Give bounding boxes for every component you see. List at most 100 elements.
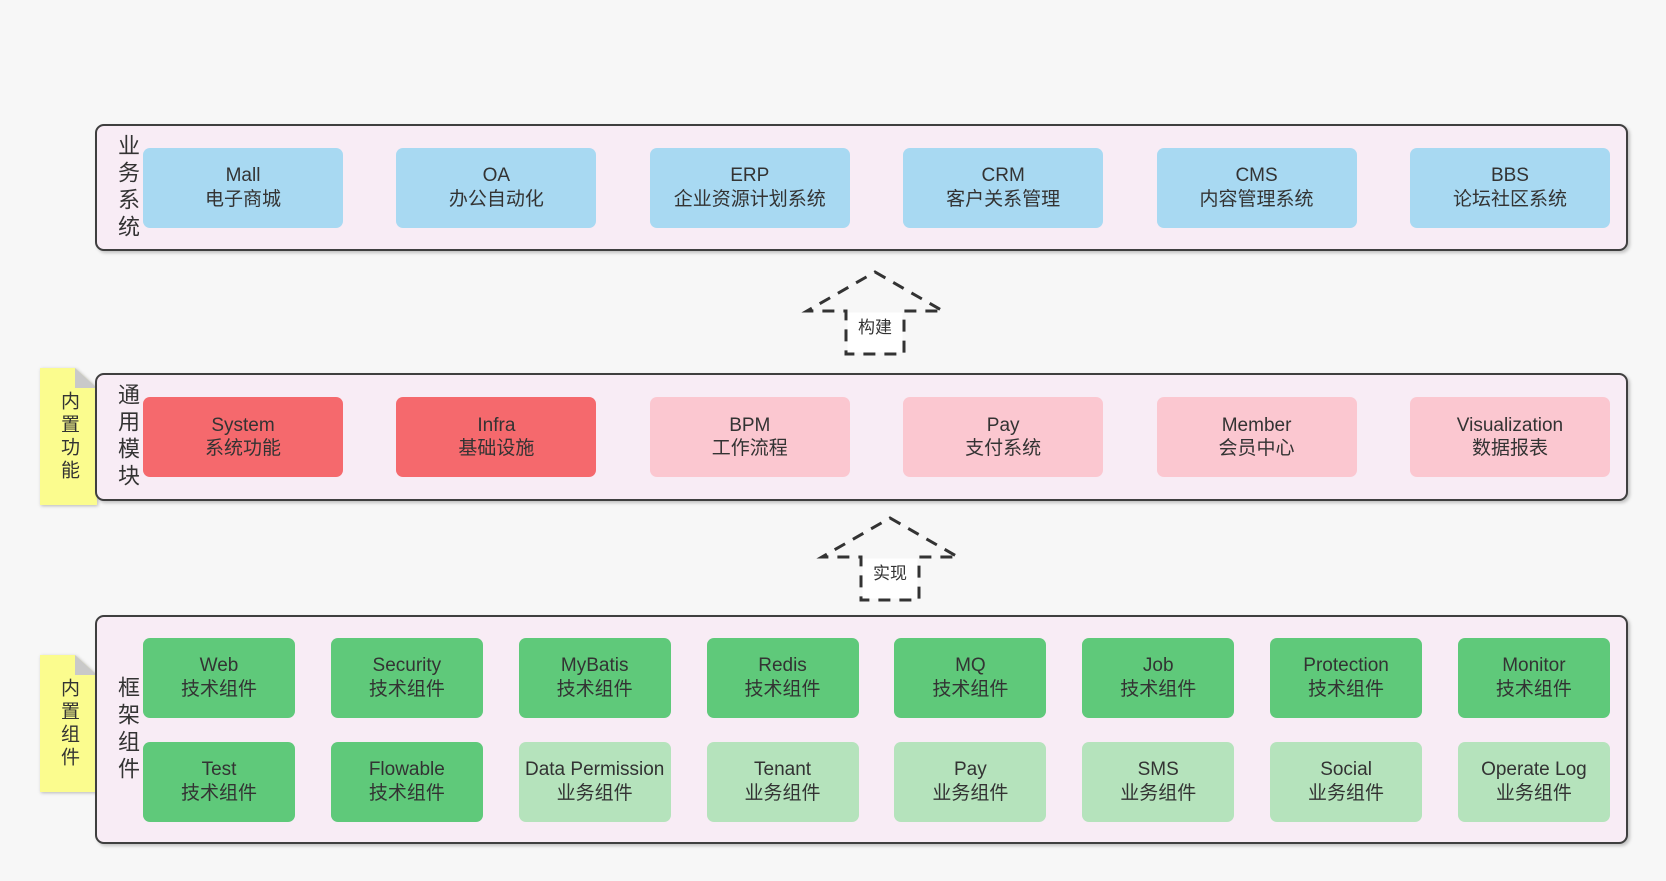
box-subtitle: 技术组件: [744, 678, 821, 700]
box-subtitle: 数据报表: [1471, 438, 1548, 459]
box-title: Social: [1320, 759, 1372, 781]
box-subtitle: 技术组件: [180, 678, 257, 700]
box-subtitle: 办公自动化: [448, 188, 544, 210]
box-subtitle: 系统功能: [204, 438, 281, 459]
band-label: 业务系统: [115, 133, 140, 242]
box-subtitle: 电子商城: [204, 188, 281, 210]
box-subtitle: 业务组件: [1120, 782, 1197, 804]
band-label: 框架组件: [115, 675, 140, 784]
box-subtitle: 工作流程: [711, 438, 788, 459]
box-title: Visualization: [1456, 414, 1564, 436]
box-title: Web: [199, 655, 239, 677]
box-title: Data Permission: [524, 759, 665, 781]
band-label: 通用模块: [115, 383, 140, 491]
box-subtitle: 业务组件: [1308, 782, 1385, 804]
arrow-label-build: 构建: [855, 313, 895, 338]
box-title: SMS: [1137, 759, 1179, 781]
box-subtitle: 内容管理系统: [1199, 188, 1314, 210]
box-title: Protection: [1303, 655, 1389, 677]
box-title: MQ: [955, 655, 986, 677]
sticky-note-label: 内置组件: [58, 677, 79, 770]
dashed-up-arrow-implement: 实现: [815, 512, 965, 604]
box-subtitle: 业务组件: [1495, 782, 1572, 804]
box-title: CMS: [1235, 165, 1278, 187]
box-title: System: [211, 414, 275, 436]
box-subtitle: 技术组件: [180, 782, 257, 804]
box-subtitle: 会员中心: [1218, 438, 1295, 459]
box-title: Pay: [954, 759, 987, 781]
box-subtitle: 支付系统: [965, 438, 1042, 459]
box-title: Member: [1221, 414, 1292, 436]
box-subtitle: 技术组件: [368, 782, 445, 804]
arrow-label-implement: 实现: [870, 559, 910, 584]
box-subtitle: 技术组件: [932, 678, 1009, 700]
box-title: ERP: [730, 165, 770, 187]
box-title: Tenant: [754, 759, 812, 781]
box-subtitle: 技术组件: [1120, 678, 1197, 700]
dashed-up-arrow-icon: [816, 516, 964, 602]
box-title: Infra: [477, 414, 516, 436]
box-title: Operate Log: [1481, 759, 1587, 781]
box-subtitle: 技术组件: [1308, 678, 1385, 700]
box-subtitle: 技术组件: [1495, 678, 1572, 700]
box-subtitle: 客户关系管理: [946, 188, 1061, 210]
box-title: Security: [372, 655, 442, 677]
box-title: Flowable: [368, 759, 445, 781]
sticky-note-built-in-features: 内置功能: [40, 368, 97, 505]
folded-corner-icon: [75, 368, 97, 388]
box-subtitle: 业务组件: [744, 782, 821, 804]
box-title: OA: [482, 165, 511, 187]
box-title: Redis: [758, 655, 807, 677]
box-subtitle: 技术组件: [556, 678, 633, 700]
box-title: BPM: [729, 414, 771, 436]
box-subtitle: 技术组件: [368, 678, 445, 700]
sticky-note-built-in-components: 内置组件: [40, 655, 97, 792]
dashed-up-arrow-build: 构建: [800, 266, 950, 358]
sticky-note-paper: 内置组件: [40, 655, 97, 792]
box-title: Job: [1142, 655, 1174, 677]
box-title: BBS: [1490, 165, 1529, 187]
box-title: Test: [201, 759, 237, 781]
sticky-note-paper: 内置功能: [40, 368, 97, 505]
box-subtitle: 企业资源计划系统: [673, 188, 826, 210]
box-subtitle: 论坛社区系统: [1452, 188, 1567, 210]
box-subtitle: 业务组件: [932, 782, 1009, 804]
box-subtitle: 基础设施: [458, 438, 535, 459]
folded-corner-icon: [75, 655, 97, 675]
box-title: MyBatis: [560, 655, 629, 677]
